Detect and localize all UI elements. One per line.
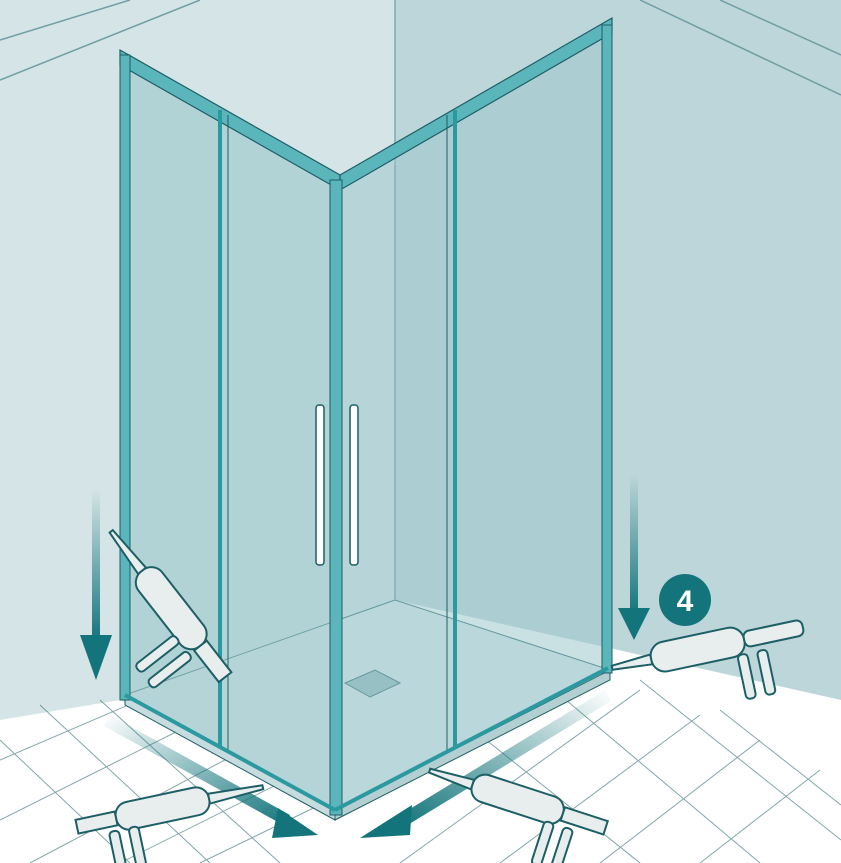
step-badge: 4 [659, 574, 711, 626]
door-handle-right [350, 405, 358, 565]
door-handle-left [316, 405, 324, 565]
step-number: 4 [677, 585, 694, 618]
